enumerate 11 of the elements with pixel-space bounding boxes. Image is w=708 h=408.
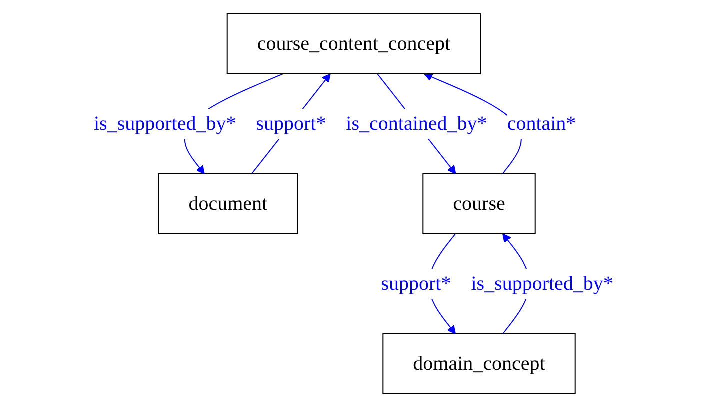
node-box: course bbox=[422, 174, 536, 234]
edge-label: is_contained_by* bbox=[346, 112, 488, 135]
arrow bbox=[252, 74, 332, 174]
node-box: document bbox=[158, 174, 298, 234]
edge-label: support* bbox=[381, 273, 452, 295]
edge-label: contain* bbox=[508, 113, 576, 135]
edge-label: is_supported_by* bbox=[471, 273, 614, 295]
node-box: course_content_concept bbox=[227, 14, 482, 74]
edge-label: support* bbox=[256, 113, 326, 135]
node-box: domain_concept bbox=[382, 334, 576, 394]
edge-label: is_supported_by* bbox=[94, 113, 236, 135]
